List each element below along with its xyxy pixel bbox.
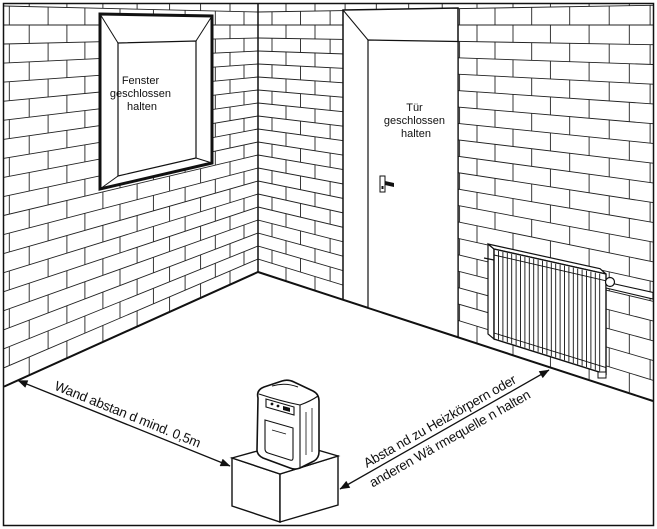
dehumidifier-readout	[283, 405, 290, 412]
window-reveal-edge	[195, 157, 213, 164]
dehumidifier-icon	[256, 379, 320, 470]
radiator-bottom-band	[493, 332, 607, 369]
door-label: Tür geschlossen halten	[384, 102, 448, 140]
dehumidifier-water-tank	[264, 419, 294, 461]
door-handle-icon	[379, 175, 394, 193]
window-label-line: geschlossen	[110, 88, 171, 100]
door-keyhole	[381, 186, 384, 189]
window-reveal-edge	[195, 15, 213, 42]
radiator-side	[487, 242, 495, 341]
window: Fenster geschlossen halten	[98, 12, 214, 191]
valve-icon	[604, 276, 616, 288]
window-label-line: Fenster	[122, 75, 160, 87]
door-label-line: geschlossen	[384, 115, 445, 127]
dehumidifier-button	[270, 402, 274, 406]
door-handle-lever	[385, 181, 394, 187]
door-handle-plate	[379, 175, 386, 193]
heat-source-distance-arrow	[339, 369, 550, 490]
door: Tür geschlossen halten	[342, 7, 459, 338]
dehumidifier-body	[256, 379, 320, 470]
brick-course-line	[4, 245, 258, 350]
window-reveal-edge	[99, 175, 119, 190]
brick-course-line	[4, 193, 258, 274]
door-reveal-edge	[342, 9, 369, 41]
radiator-top-band	[493, 254, 607, 282]
radiator	[483, 242, 654, 379]
radiator-bracket	[483, 257, 495, 261]
radiator-fins	[498, 250, 601, 372]
door-leaf	[367, 39, 459, 338]
heating-pipe	[604, 276, 654, 300]
door-label-line: Tür	[406, 102, 423, 114]
dehumidifier-tank-grip	[271, 429, 287, 435]
dehumidifier-button	[276, 404, 280, 408]
window-label: Fenster geschlossen halten	[110, 75, 174, 113]
window-label-line: halten	[127, 101, 157, 113]
dehumidifier-handle	[271, 383, 299, 388]
brick-course-line	[4, 219, 258, 312]
door-label-line: halten	[401, 128, 431, 140]
wall-distance-arrow	[17, 379, 231, 467]
window-reveal-edge	[99, 13, 119, 44]
brick-course-line	[4, 167, 258, 235]
radiator-foot	[597, 371, 607, 379]
